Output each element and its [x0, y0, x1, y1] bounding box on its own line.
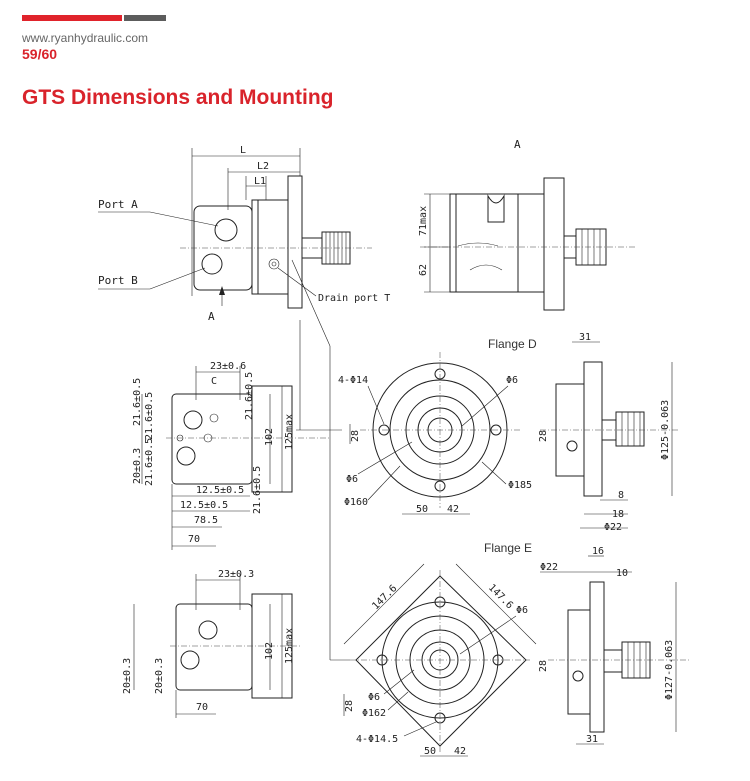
flange-d-phi160: Φ160 [344, 497, 368, 508]
side-view: L L2 L1 Port A Port B D [98, 145, 390, 323]
flange-e-side-31: 31 [586, 734, 598, 745]
flange-e-side-10: 10 [616, 568, 628, 579]
dim-78-5: 78.5 [194, 515, 218, 526]
flange-e-front: 147.6 147.6 Φ6 Φ6 Φ162 4-Φ14.5 28 50 42 … [343, 541, 537, 757]
flange-e-dim-42: 42 [454, 746, 466, 757]
flange-e-phi6-top: Φ6 [516, 605, 528, 616]
flange-e-side-22: Φ22 [540, 562, 558, 573]
flange-e-dim-147b: 147.6 [486, 582, 515, 611]
flange-e-holes: 4-Φ14.5 [356, 734, 398, 745]
flange-e-side-dia: Φ127-0.063 [664, 640, 675, 700]
dim-102-b: 102 [264, 642, 275, 660]
drain-port-label: Drain port T [318, 293, 390, 304]
port-b-label: Port B [98, 274, 138, 287]
flange-d-dim-42: 42 [447, 504, 459, 515]
flange-e-side: 16 Φ22 10 28 Φ127-0.063 31 [538, 546, 690, 745]
flange-e-dim-28: 28 [344, 700, 355, 712]
flange-d-holes: 4-Φ14 [338, 375, 368, 386]
dim-70-b: 70 [196, 702, 208, 713]
dim-23-06: 23±0.6 [210, 361, 246, 372]
flange-d-phi6-top: Φ6 [506, 375, 518, 386]
dim-23-03: 23±0.3 [218, 569, 254, 580]
dim-21-6-bot: 21.6±0.5 [144, 438, 155, 486]
dim-71max: 71max [418, 206, 429, 236]
dim-20-03-a: 20±0.3 [122, 658, 133, 694]
dim-12-5-a: 12.5±0.5 [196, 485, 244, 496]
flange-e-title: Flange E [484, 541, 532, 555]
dim-70-a: 70 [188, 534, 200, 545]
dim-125max-b: 125max [284, 628, 295, 664]
header-accent-bar-red [22, 15, 122, 21]
dim-62: 62 [418, 264, 429, 276]
view-a: A 71max 62 [418, 138, 636, 311]
dim-l2: L2 [257, 161, 269, 172]
dim-21-6-left: 21.6±0.5 [132, 378, 143, 426]
flange-e-dim-50: 50 [424, 746, 436, 757]
flange-d-side: 31 28 8 18 Φ22 Φ125-0.063 [538, 332, 680, 533]
dim-20-03-b: 20±0.3 [154, 658, 165, 694]
flange-e-side-28: 28 [538, 660, 549, 672]
flange-d-title: Flange D [488, 337, 537, 351]
page-title: GTS Dimensions and Mounting [22, 86, 334, 109]
dim-21-6-right: 21.6±0.5 [252, 466, 263, 514]
dim-21-6-left2: 21.6±0.5 [144, 392, 155, 440]
port-a-label: Port A [98, 198, 138, 211]
flange-d-phi185: Φ185 [508, 480, 532, 491]
flange-d-front: 4-Φ14 Φ6 Φ6 Φ185 Φ160 28 50 42 Flange D [338, 337, 537, 515]
flange-d-side-22: Φ22 [604, 522, 622, 533]
flange-d-dim-50: 50 [416, 504, 428, 515]
dim-102-a: 102 [264, 428, 275, 446]
flange-d-dim-28: 28 [350, 430, 361, 442]
website-link[interactable]: www.ryanhydraulic.com [22, 31, 149, 45]
flange-e-phi162: Φ162 [362, 708, 386, 719]
page-number: 59/60 [22, 46, 58, 62]
port-view-2: 23±0.3 20±0.3 20±0.3 102 125max 70 [122, 569, 300, 718]
label-c: C [211, 376, 217, 387]
dim-l1: L1 [254, 176, 266, 187]
dim-l: L [240, 145, 246, 156]
dim-12-5-b: 12.5±0.5 [180, 500, 228, 511]
flange-d-side-18: 18 [612, 509, 624, 520]
dim-125max-a: 125max [284, 414, 295, 450]
flange-d-side-8: 8 [618, 490, 624, 501]
flange-d-side-31: 31 [579, 332, 591, 343]
port-view-1: 23±0.6 C 21.6±0.5 21.6±0.5 20±0.3 21.6±0… [132, 361, 330, 550]
dim-21-6-top: 21.6±0.5 [244, 372, 255, 420]
flange-e-dim-147a: 147.6 [370, 583, 399, 612]
header-accent-bar-gray [124, 15, 166, 21]
arrow-a-label: A [208, 310, 215, 323]
flange-e-phi6-left: Φ6 [368, 692, 380, 703]
flange-e-side-16: 16 [592, 546, 604, 557]
view-a-label: A [514, 138, 521, 151]
flange-d-side-28: 28 [538, 430, 549, 442]
dim-20-03: 20±0.3 [132, 448, 143, 484]
flange-d-side-dia: Φ125-0.063 [660, 400, 671, 460]
flange-d-phi6-left: Φ6 [346, 474, 358, 485]
